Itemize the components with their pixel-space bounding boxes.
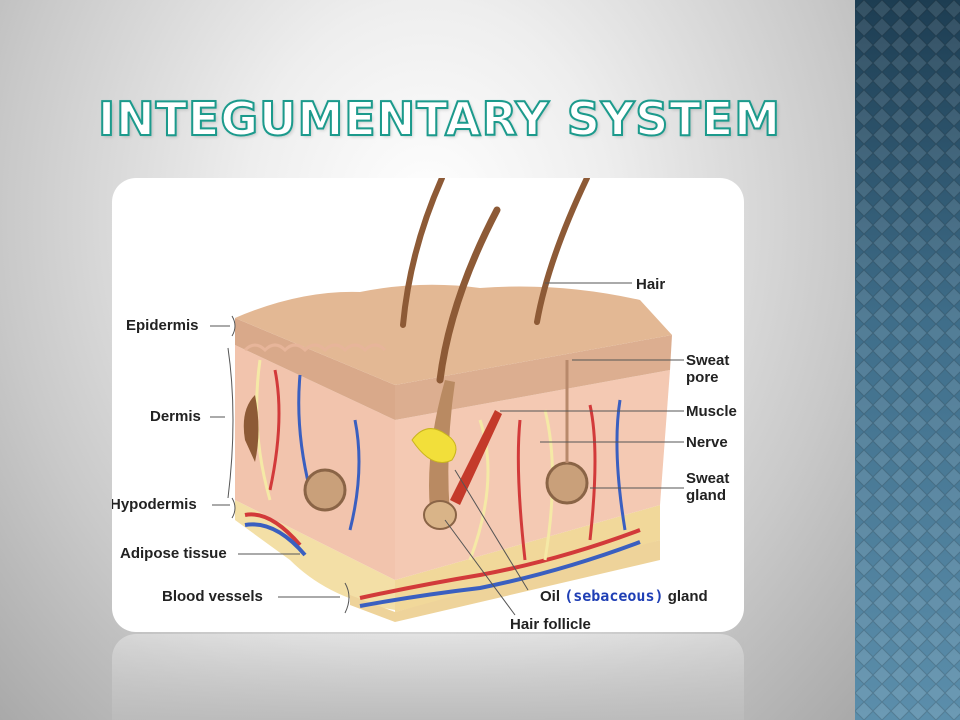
label-sweat-pore: Sweat pore (686, 352, 730, 386)
label-blood-vessels: Blood vessels (162, 588, 263, 605)
label-sweat-gland: Sweat gland (686, 470, 730, 504)
label-epidermis: Epidermis (126, 317, 199, 334)
label-adipose-tissue: Adipose tissue (120, 545, 227, 562)
figure-reflection (112, 634, 744, 720)
skin-diagram: Hair Epidermis Sweat pore Dermis Muscle … (112, 178, 744, 632)
label-hypodermis: Hypodermis (112, 496, 197, 513)
label-oil-gland: Oil (sebaceous) gland (540, 587, 708, 606)
label-muscle: Muscle (686, 403, 737, 420)
slide-title: Integumentary System (97, 91, 782, 147)
skin-cross-section (210, 178, 684, 622)
label-dermis: Dermis (150, 408, 201, 425)
sidebar-pattern (855, 0, 960, 720)
label-hair: Hair (636, 276, 666, 293)
label-nerve: Nerve (686, 434, 728, 451)
label-hair-follicle: Hair follicle (510, 616, 591, 632)
